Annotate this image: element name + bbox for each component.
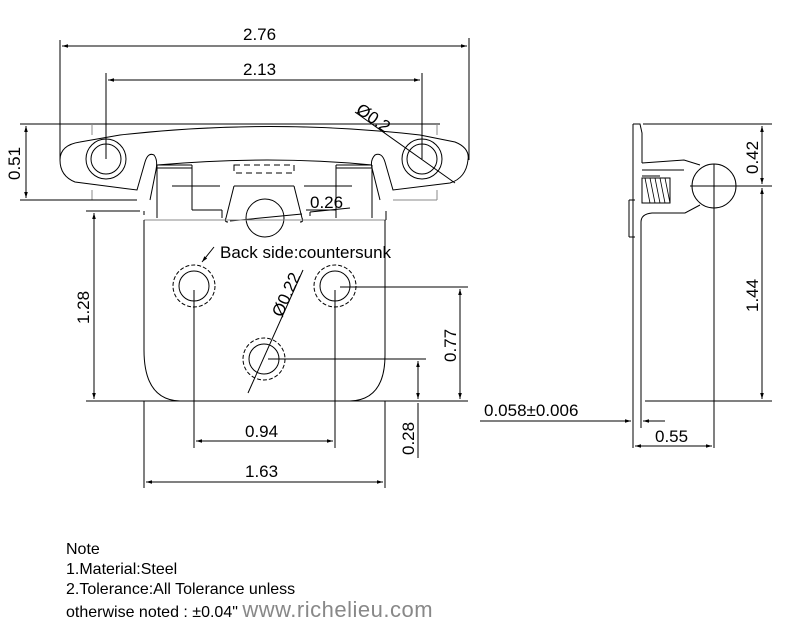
dim-overall-width: 2.76 [243,25,276,44]
dim-knuckle: 0.26 [310,193,343,212]
dim-depth: 0.55 [655,427,688,446]
dimension-labels: 2.76 2.13 Ø0.2 0.51 0.26 Back side:count… [5,25,762,481]
dim-hole-vertical: 0.77 [441,329,460,362]
dim-plate-hole-diameter: Ø0.22 [268,270,304,320]
note-tolerance-cont: otherwise noted : ±0.04" www.richelieu.c… [66,597,434,622]
dim-leaf-height: 0.51 [5,147,24,180]
dim-plate-hole-spacing: 0.94 [245,422,278,441]
top-leaf [20,111,469,238]
dim-thickness: 0.058±0.006 [484,401,578,420]
lower-plate [86,210,468,488]
dim-plate-width: 1.63 [245,462,278,481]
dim-side-top-offset: 0.42 [743,141,762,174]
watermark-url: www.richelieu.com [242,597,434,622]
note-material: 1.Material:Steel [66,561,178,578]
note-title: Note [66,541,100,558]
dim-bottom-hole: 0.28 [399,422,418,455]
side-view [480,123,772,448]
countersunk-label: Back side:countersunk [220,243,392,262]
note-tolerance: 2.Tolerance:All Tolerance unless [66,581,296,598]
dim-hole-spacing-top: 2.13 [243,60,276,79]
dim-side-height: 1.44 [743,279,762,312]
dimension-lines [24,38,470,484]
notes-block: Note 1.Material:Steel 2.Tolerance:All To… [66,540,433,623]
dim-plate-height: 1.28 [74,291,93,324]
